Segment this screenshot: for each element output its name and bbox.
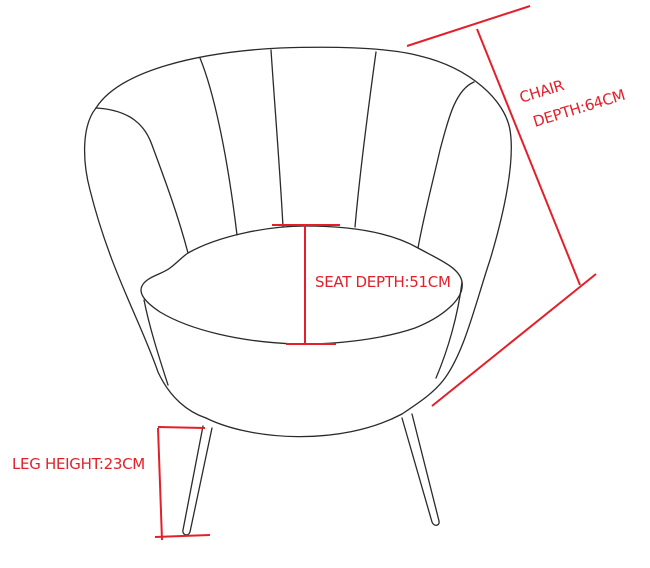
front-panel-left (143, 299, 169, 386)
front-panel-right (435, 281, 463, 379)
left-arm-inner (95, 107, 189, 254)
left-leg (182, 425, 213, 536)
backrest-top-rim (95, 46, 511, 131)
seat-cushion (140, 225, 463, 345)
leg-height-bottom-tick (154, 534, 211, 538)
chair-depth-bottom-tick (431, 273, 597, 407)
chair-depth-top-tick (406, 5, 531, 47)
chair-legs (182, 413, 440, 536)
leg-height-top-tick (157, 426, 206, 429)
chair-outline (83, 46, 512, 438)
channel-line-3 (354, 51, 377, 228)
channel-line-2 (270, 49, 284, 228)
dimension-lines (154, 5, 597, 541)
left-outer-side (83, 107, 207, 419)
right-leg (401, 413, 440, 526)
channel-line-1 (199, 57, 238, 236)
right-outer-side (401, 129, 512, 415)
chair-depth-line (476, 28, 581, 286)
right-arm-inner (417, 81, 475, 249)
base-bottom-curve (205, 413, 403, 438)
leg-height-label: LEG HEIGHT:23CM (12, 455, 145, 473)
seat-depth-label: SEAT DEPTH:51CM (315, 273, 451, 291)
leg-height-line (157, 427, 163, 541)
